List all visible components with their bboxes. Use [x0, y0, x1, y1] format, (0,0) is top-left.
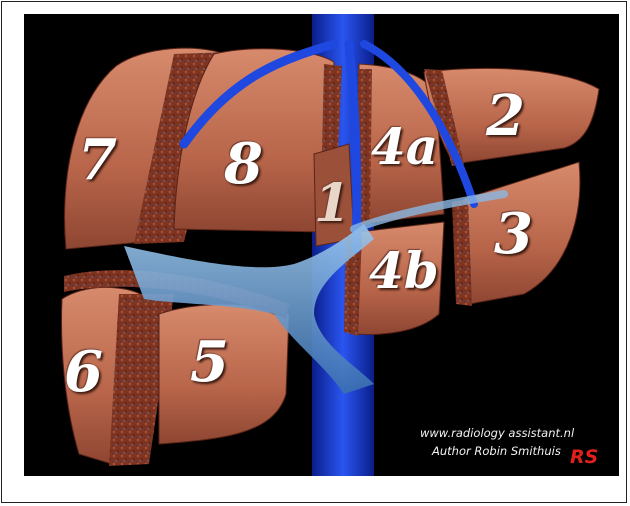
segment-label-1: 1 — [314, 178, 350, 230]
segment-label-6: 6 — [64, 344, 103, 400]
segment-label-8: 8 — [224, 136, 263, 192]
author-credit: Author Robin Smithuis — [432, 444, 561, 458]
segment-label-4b: 4b — [369, 246, 439, 296]
author-monogram: RS — [570, 446, 598, 468]
segment-label-3: 3 — [494, 206, 533, 262]
liver-segments-illustration: 7 8 1 4a 4b 2 3 6 5 www.radiology assist… — [24, 14, 619, 476]
segment-label-7: 7 — [78, 132, 117, 188]
segment-label-4a: 4a — [371, 122, 438, 172]
segment-label-2: 2 — [486, 88, 525, 144]
website-credit: www.radiology assistant.nl — [420, 426, 574, 440]
segment-label-5: 5 — [190, 334, 229, 390]
